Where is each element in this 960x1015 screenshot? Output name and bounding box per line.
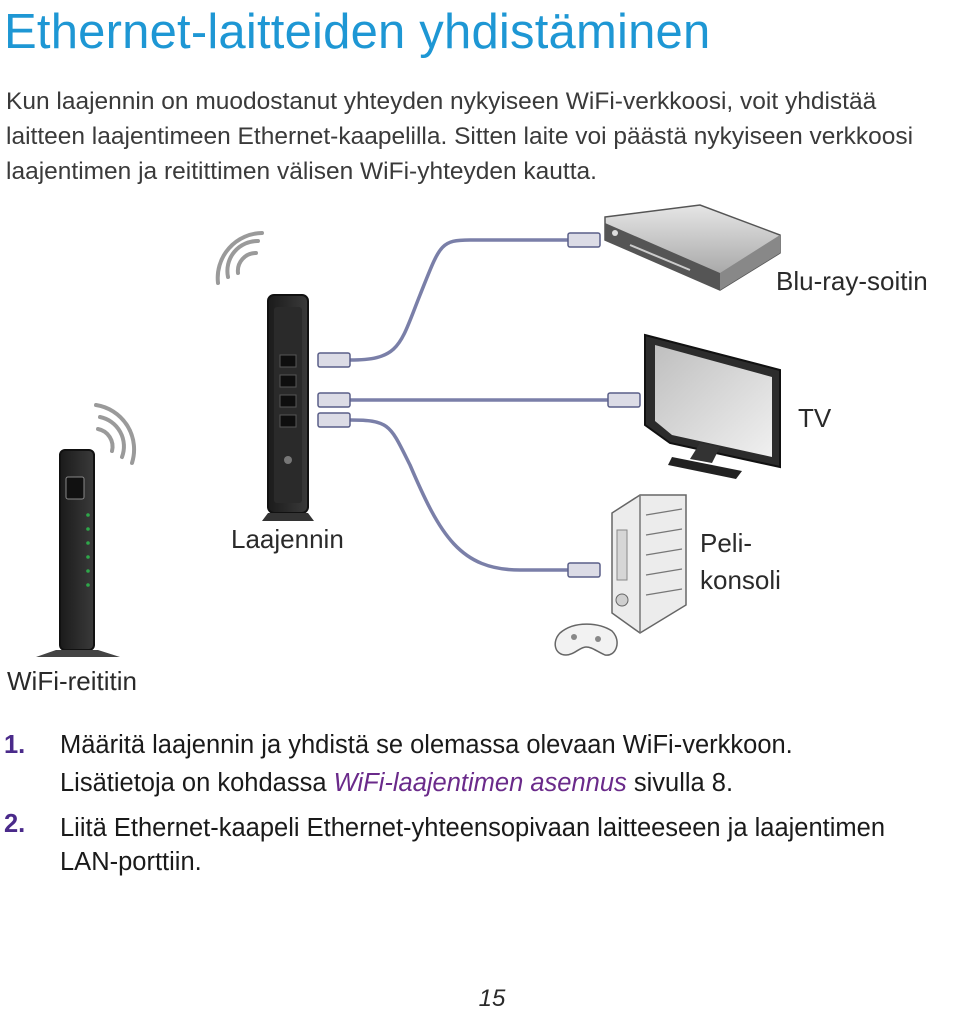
console-label-line2: konsoli <box>700 565 781 595</box>
installation-link[interactable]: WiFi-laajentimen asennus <box>333 769 627 797</box>
step-1-line1: Määritä laajennin ja yhdistä se olemassa… <box>60 731 793 759</box>
console-label-line1: Peli- <box>700 528 752 558</box>
tv-icon <box>644 333 781 479</box>
tv-label: TV <box>798 403 832 433</box>
bluray-player-icon <box>604 204 781 291</box>
step-1: 1. Määritä laajennin ja yhdistä se olema… <box>0 725 960 801</box>
extender-device-icon <box>262 294 314 521</box>
game-console-icon <box>611 494 687 634</box>
steps-list: 1. Määritä laajennin ja yhdistä se olema… <box>0 725 960 885</box>
page-title: Ethernet-laitteiden yhdistäminen <box>4 5 711 59</box>
extender-wifi-signal-icon <box>215 231 264 285</box>
cable-plugs-devices <box>567 232 641 578</box>
page-number: 15 <box>478 985 506 1012</box>
step-1-text-pre: Lisätietoja on kohdassa <box>60 769 334 797</box>
step-2-text: Liitä Ethernet-kaapeli Ethernet-yhteenso… <box>60 814 886 876</box>
ethernet-cables <box>349 238 610 572</box>
step-number: 2. <box>4 810 26 838</box>
intro-paragraph: Kun laajennin on muodostanut yhteyden ny… <box>6 88 914 185</box>
step-number: 1. <box>4 731 26 759</box>
step-2: 2. Liitä Ethernet-kaapeli Ethernet-yhtee… <box>0 807 960 879</box>
step-1-line2: Lisätietoja on kohdassa WiFi-laajentimen… <box>60 765 960 801</box>
controller-icon <box>554 623 618 656</box>
router-label: WiFi-reititin <box>7 666 137 696</box>
cable-plugs-extender <box>317 352 351 428</box>
ethernet-connection-diagram: Blu-ray-soitin TV Laajennin Peli- konsol… <box>7 204 928 696</box>
step-1-text-post: sivulla 8. <box>626 769 734 797</box>
bluray-label: Blu-ray-soitin <box>776 266 928 296</box>
router-wifi-signal-icon <box>94 403 137 465</box>
extender-label: Laajennin <box>231 524 344 554</box>
router-device-icon <box>36 449 120 657</box>
